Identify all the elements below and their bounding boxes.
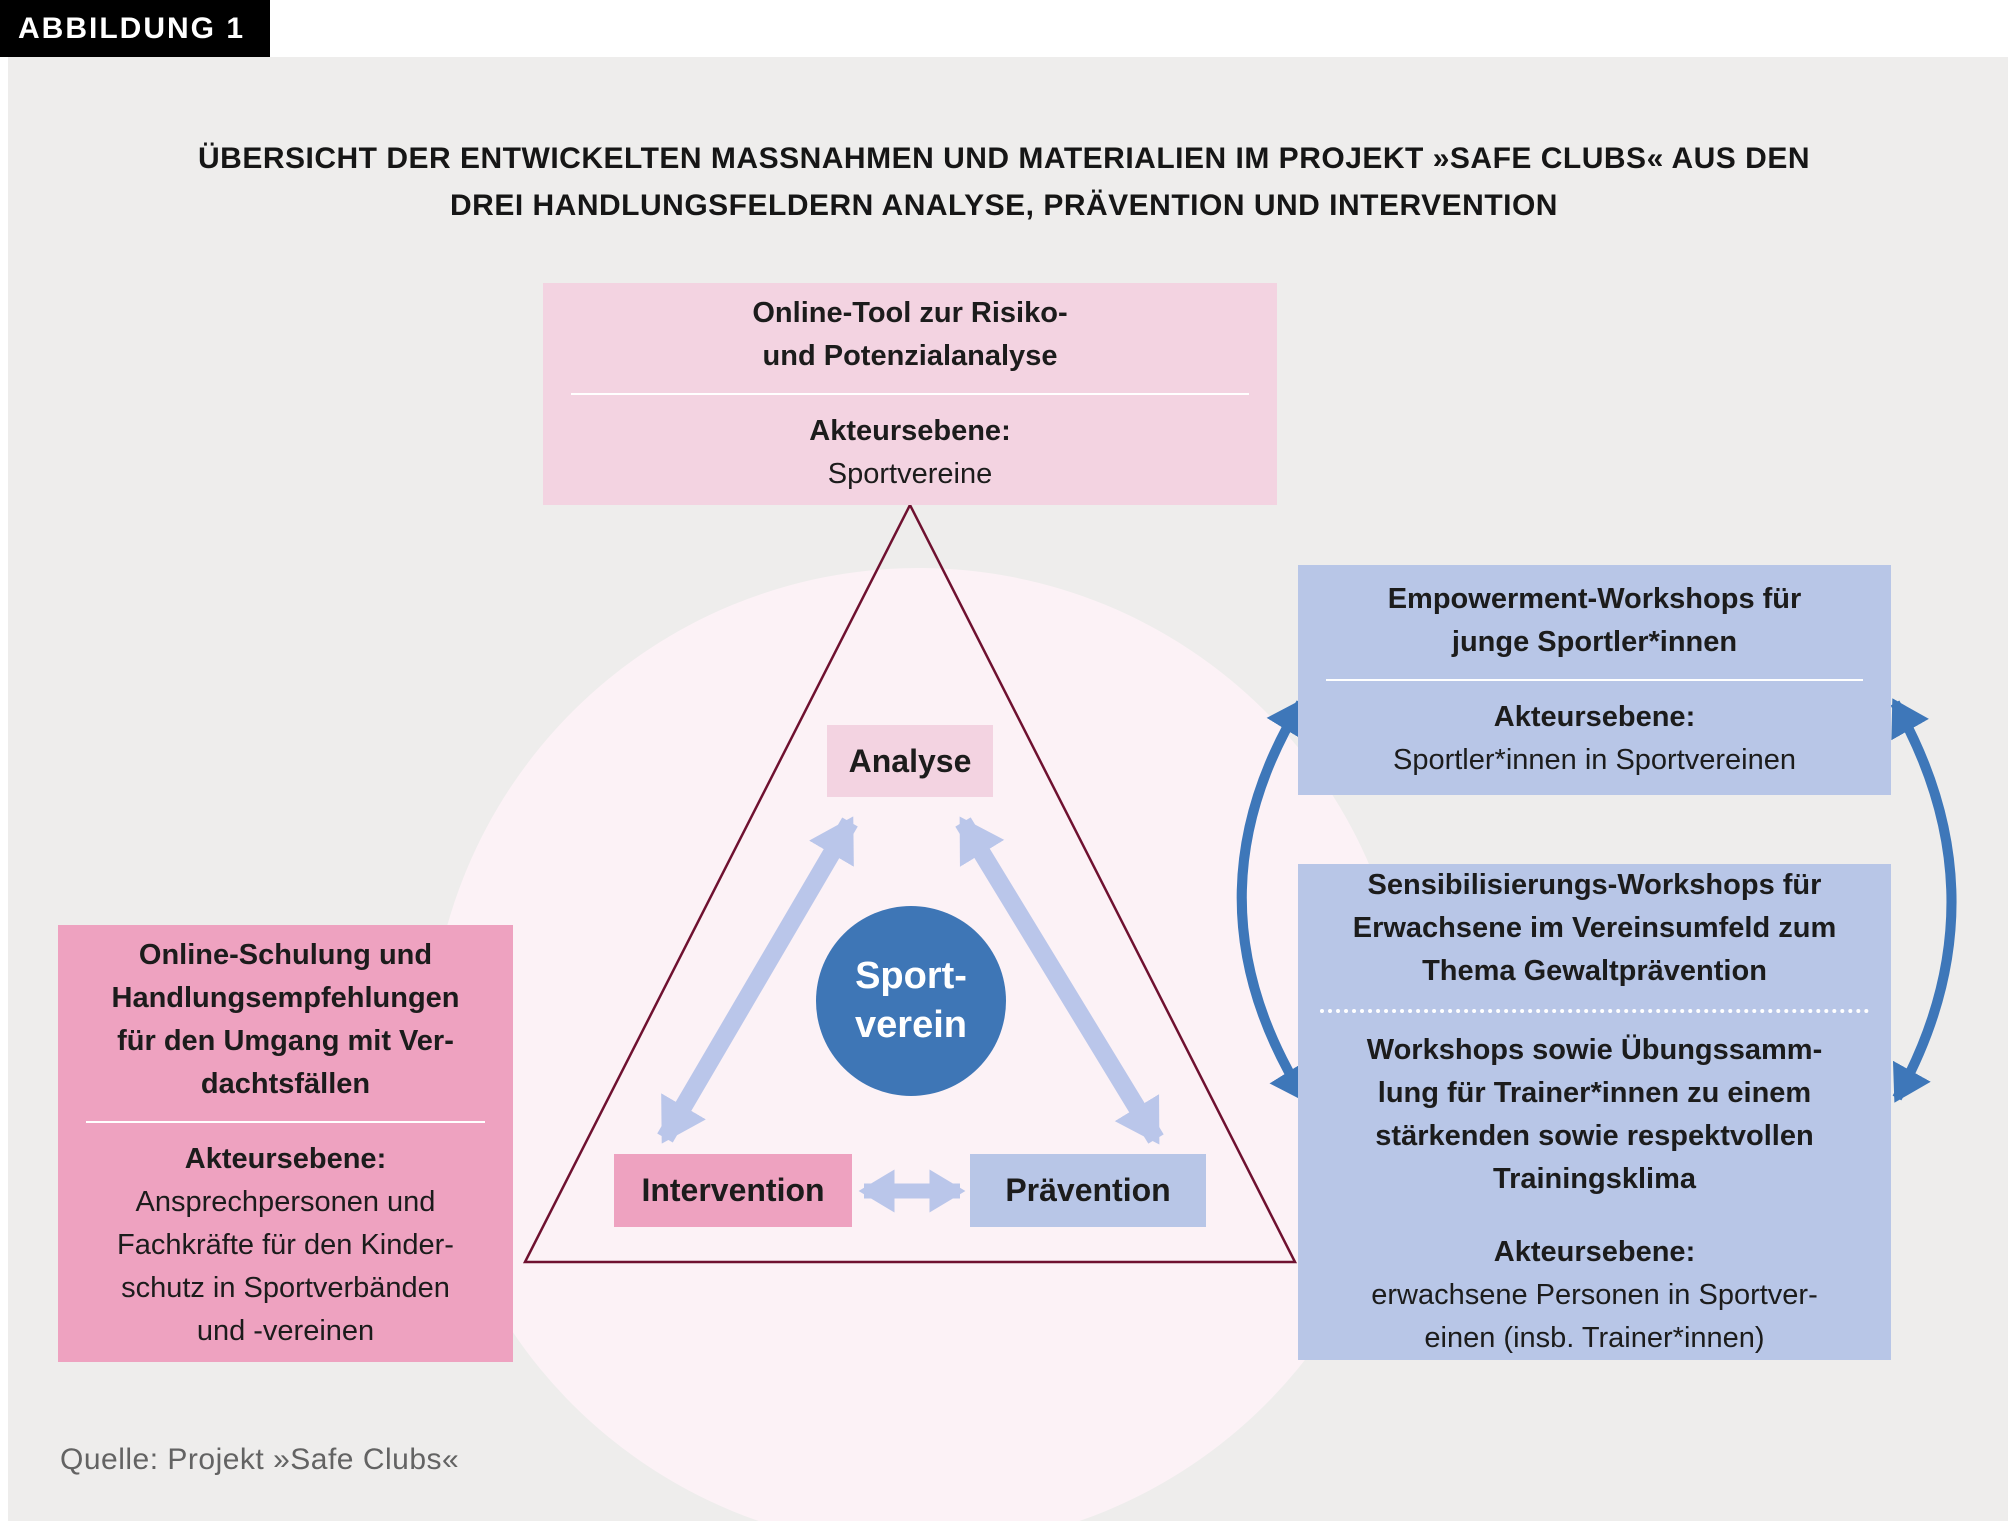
box-online-schulung: Online-Schulung und Handlungsempfehlunge… xyxy=(58,925,513,1362)
actor-level-label: Akteursebene: xyxy=(809,415,1011,447)
chip-analyse: Analyse xyxy=(827,725,993,797)
chip-praevention-label: Prävention xyxy=(1005,1172,1171,1208)
figure-label-badge: ABBILDUNG 1 xyxy=(0,0,270,57)
dotted-separator-line xyxy=(1320,1009,1869,1013)
sportverein-circle: Sport- verein xyxy=(816,906,1006,1096)
box-sensibilisierung-heading2-line: Trainingsklima xyxy=(1492,1163,1697,1195)
box-online-schulung-actor-line: schutz in Sportverbänden xyxy=(121,1272,450,1304)
box-online-tool-heading-line: Online-Tool zur Risiko- xyxy=(752,297,1068,329)
separator-line xyxy=(1326,679,1863,681)
sportverein-circle-line-2: verein xyxy=(855,1004,967,1046)
actor-level-label: Akteursebene: xyxy=(1493,1236,1696,1268)
box-sensibilisierung-heading-line: Sensibilisierungs-Workshops für xyxy=(1367,869,1822,901)
box-empowerment: Empowerment-Workshops für junge Sportler… xyxy=(1298,565,1891,795)
box-online-tool-actor-line: Sportvereine xyxy=(827,458,993,490)
figure-title-line-1: ÜBERSICHT DER ENTWICKELTEN MASSNAHMEN UN… xyxy=(197,142,1810,175)
box-sensibilisierung-heading-line: Erwachsene im Vereinsumfeld zum xyxy=(1352,912,1837,944)
box-empowerment-heading-line: junge Sportler*innen xyxy=(1451,626,1738,658)
box-online-schulung-actor-line: Ansprechpersonen und xyxy=(135,1186,436,1218)
source-note: Quelle: Projekt »Safe Clubs« xyxy=(60,1443,460,1476)
box-online-tool-heading-line: und Potenzialanalyse xyxy=(762,340,1058,372)
chip-intervention: Intervention xyxy=(614,1154,852,1227)
box-empowerment-heading-line: Empowerment-Workshops für xyxy=(1387,583,1802,615)
separator-line xyxy=(86,1121,485,1123)
separator-line xyxy=(571,393,1249,395)
figure-title-line-2: DREI HANDLUNGSFELDERN ANALYSE, PRÄVENTIO… xyxy=(450,189,1558,222)
box-sensibilisierung: Sensibilisierungs-Workshops für Erwachse… xyxy=(1298,864,1891,1360)
figure-title: ÜBERSICHT DER ENTWICKELTEN MASSNAHMEN UN… xyxy=(0,135,2008,229)
box-online-schulung-heading-line: dachtsfällen xyxy=(200,1068,371,1100)
actor-level-label: Akteursebene: xyxy=(184,1143,387,1175)
chip-praevention: Prävention xyxy=(970,1154,1206,1227)
box-sensibilisierung-actor-line: erwachsene Personen in Sportver- xyxy=(1371,1279,1818,1311)
box-online-schulung-actor-line: und -vereinen xyxy=(196,1315,375,1347)
box-online-tool: Online-Tool zur Risiko- und Potenzialana… xyxy=(543,283,1277,505)
box-online-schulung-heading-line: Handlungsempfehlungen xyxy=(111,982,460,1014)
box-sensibilisierung-actor-line: einen (insb. Trainer*innen) xyxy=(1424,1322,1765,1354)
actor-level-label: Akteursebene: xyxy=(1493,701,1696,733)
box-online-schulung-actor-line: Fachkräfte für den Kinder- xyxy=(117,1229,454,1261)
box-empowerment-actor-line: Sportler*innen in Sportvereinen xyxy=(1392,744,1797,776)
box-online-schulung-heading-line: Online-Schulung und xyxy=(138,939,433,971)
box-sensibilisierung-heading-line: Thema Gewaltprävention xyxy=(1422,955,1767,987)
chip-analyse-label: Analyse xyxy=(848,742,972,779)
figure-label: ABBILDUNG 1 xyxy=(18,12,246,45)
sportverein-circle-line-1: Sport- xyxy=(855,955,967,997)
box-sensibilisierung-heading2-line: Workshops sowie Übungssamm- xyxy=(1366,1034,1823,1066)
box-sensibilisierung-heading2-line: lung für Trainer*innen zu einem xyxy=(1377,1077,1812,1109)
box-sensibilisierung-heading2-line: stärkenden sowie respektvollen xyxy=(1375,1120,1814,1152)
chip-intervention-label: Intervention xyxy=(641,1172,825,1208)
box-online-schulung-heading-line: für den Umgang mit Ver- xyxy=(117,1025,454,1057)
